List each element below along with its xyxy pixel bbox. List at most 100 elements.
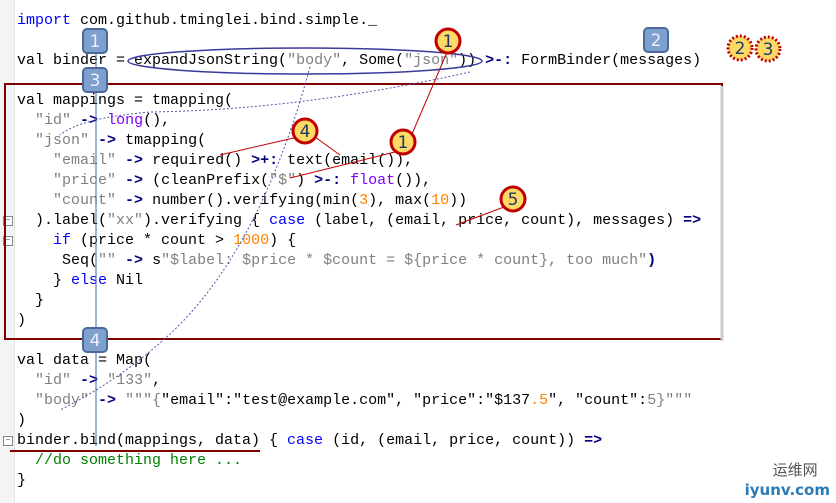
step-tag-1 [82,28,108,54]
code-token: ", "count": [548,392,648,409]
code-token: required() [143,152,252,169]
code-token: 3 [359,192,369,209]
code-token: } [17,292,45,309]
code-token: binder = expandJsonString( [44,52,288,69]
highlight-box [4,83,723,340]
code-token: val [17,352,45,369]
code-token: -> [125,172,144,189]
code-line: if (price * count > 1000) { [17,231,296,251]
step-tag-label: 4 [90,331,101,351]
code-token: )) [449,192,468,209]
step-tag-4 [82,327,108,353]
code-line: binder.bind(mappings, data) { case (id, … [17,431,602,451]
code-token: "email" [53,152,117,169]
code-line: "json" -> tmapping( [17,131,206,151]
dotted-link [59,71,471,136]
code-token: val [17,92,45,109]
callout-label: 5 [508,190,519,210]
code-token: Nil [107,272,144,289]
watermark-en: iyunv.com [744,481,830,499]
code-line: Seq("" -> s"$label: $price * $count = ${… [17,251,656,271]
code-token: else [71,272,108,289]
code-token: .5 [530,392,549,409]
code-token: ) [17,312,27,329]
code-token: s [143,252,162,269]
code-line: "body" -> """{"email":"test@example.com"… [17,391,692,411]
code-token: "email":"test@example.com", "price":"$13… [161,392,531,409]
code-line: ).label("xx").verifying { case (label, (… [17,211,701,231]
code-line: } [17,291,44,311]
code-token: } [17,272,72,289]
code-token: -> [125,152,144,169]
code-line: "price" -> (cleanPrefix("$") >-: float()… [17,171,431,191]
code-token: -> [80,112,99,129]
watermark-logo: 运维网 iyunv.com [745,459,830,499]
code-token: ()), [395,172,432,189]
code-line: "count" -> number().verifying(min(3), ma… [17,191,467,211]
code-token: Seq( [17,252,99,269]
code-token: "" [98,252,117,269]
code-token: if [53,232,72,249]
code-token: text(email()), [278,152,414,169]
fold-toggle-icon[interactable]: − [3,236,13,246]
fold-toggle-icon[interactable]: − [3,436,13,446]
code-token: case [269,212,306,229]
code-token: 1000 [233,232,270,249]
code-token: "json" [404,52,459,69]
callout-label: 1 [398,133,409,153]
code-token: "id" [35,372,72,389]
code-token: binder.bind(mappings, data) { [17,432,288,449]
code-token: ) { [269,232,297,249]
fold-toggle-icon[interactable]: − [3,216,13,226]
code-token: "body" [35,392,90,409]
code-token: => [584,432,603,449]
step-tag-2 [643,27,669,53]
code-line: "id" -> "133", [17,371,161,391]
code-token: (price * count > [71,232,234,249]
code-token: >-: [314,172,342,189]
code-token: => [683,212,702,229]
step-tag-label: 1 [90,32,101,52]
code-token: val [17,52,45,69]
code-line: val data = Map( [17,351,152,371]
code-token: >-: [485,52,513,69]
code-token: "$label: $price * $count = ${price * cou… [161,252,648,269]
dotted-marker [754,35,782,63]
code-token: -> [125,252,144,269]
code-line: "email" -> required() >+: text(email()), [17,151,413,171]
code-token: -> [98,392,117,409]
code-token: float [350,172,396,189]
code-token: """{ [125,392,162,409]
code-token: "xx" [107,212,144,229]
dotted-marker-label: 3 [763,40,774,60]
code-token: case [287,432,324,449]
code-token: ).verifying { [143,212,270,229]
code-token: "133" [107,372,153,389]
editor-gutter [0,0,15,503]
code-line: import com.github.tminglei.bind.simple._ [17,11,377,31]
code-token: (label, (email, price, count), messages) [305,212,684,229]
step-tag-label: 3 [90,71,101,91]
step-tag-label: 2 [651,31,662,51]
code-token: ) [17,412,27,429]
code-line: val mappings = tmapping( [17,91,233,111]
code-line: } else Nil [17,271,143,291]
code-token: "id" [35,112,72,129]
code-token: , [152,372,162,389]
code-token: com.github.tminglei.bind.simple._ [71,12,378,29]
code-token: (), [143,112,171,129]
code-token: , Some( [341,52,405,69]
code-token: mappings = tmapping( [44,92,234,109]
watermark-cn: 运维网 [772,461,818,479]
highlight-ellipse [127,47,483,75]
code-token: -> [125,192,144,209]
code-token: 10 [431,192,450,209]
callout-marker [499,185,527,213]
callout-marker [434,27,462,55]
code-token: "count" [53,192,117,209]
code-token: >+: [251,152,279,169]
code-token: FormBinder(messages) [512,52,702,69]
code-token: //do something here ... [35,452,243,469]
callout-label: 1 [443,32,454,52]
